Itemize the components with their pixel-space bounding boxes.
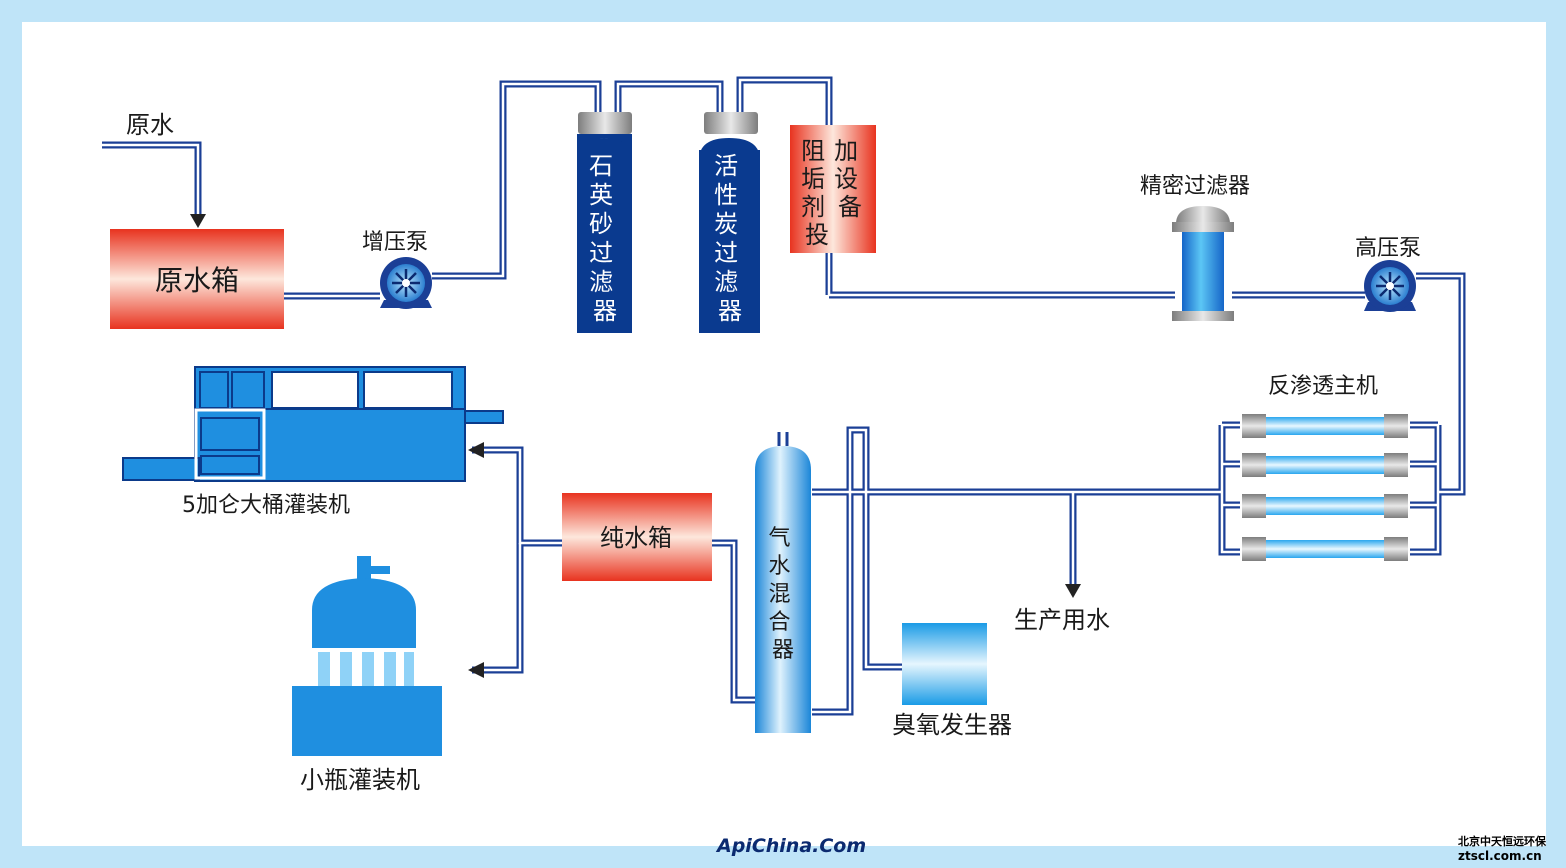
carbon-filter-label: 活 性 炭 过 滤 器 xyxy=(714,152,746,325)
quartz-sand-filter: 石 英 砂 过 滤 器 xyxy=(577,112,632,333)
reverse-osmosis-unit xyxy=(1242,414,1408,561)
arrow-to-bottle-filler xyxy=(468,662,484,678)
antiscalant-label-right: 加 设 备 xyxy=(834,137,866,221)
bottle-filler-label: 小瓶灌装机 xyxy=(300,766,420,794)
barrel-filling-machine xyxy=(122,366,504,482)
booster-pump-label: 增压泵 xyxy=(362,230,428,255)
arrow-production-water xyxy=(1065,584,1081,598)
quartz-filter-label: 石 英 砂 过 滤 器 xyxy=(589,152,621,325)
watermark-apichina: ApiChina.Com xyxy=(715,835,866,857)
pure-tank-label: 纯水箱 xyxy=(600,524,672,552)
watermark-company: 北京中天恒远环保 xyxy=(1458,834,1547,848)
ro-membrane-1 xyxy=(1242,414,1408,438)
barrel-filler-label: 5加仑大桶灌装机 xyxy=(182,493,350,518)
arrow-into-raw-tank xyxy=(190,214,206,228)
booster-pump xyxy=(380,257,432,309)
activated-carbon-filter: 活 性 炭 过 滤 器 xyxy=(699,112,760,333)
raw-tank-label: 原水箱 xyxy=(155,264,239,297)
production-water-label: 生产用水 xyxy=(1014,606,1110,634)
pipes xyxy=(102,76,1466,716)
mixer-label: 气 水 混 合 器 xyxy=(768,526,797,663)
precision-filter xyxy=(1172,206,1234,321)
pure-water-tank: 纯水箱 xyxy=(562,493,712,581)
raw-water-label: 原水 xyxy=(126,111,174,139)
small-bottle-filling-machine xyxy=(292,556,442,756)
ro-main-label: 反渗透主机 xyxy=(1268,374,1378,399)
high-pressure-pump-label: 高压泵 xyxy=(1355,236,1421,261)
gas-water-mixer: 气 水 混 合 器 xyxy=(755,432,811,733)
watermark-domain: ztscl.com.cn xyxy=(1458,849,1542,863)
ozone-generator-label: 臭氧发生器 xyxy=(892,711,1012,739)
ro-membrane-4 xyxy=(1242,537,1408,561)
precision-filter-label: 精密过滤器 xyxy=(1140,174,1250,199)
ozone-generator xyxy=(902,623,987,705)
raw-water-tank: 原水箱 xyxy=(110,229,284,329)
ro-membrane-3 xyxy=(1242,494,1408,518)
antiscalant-label-left: 阻 垢 剂 投 xyxy=(801,137,833,249)
ro-membrane-2 xyxy=(1242,453,1408,477)
arrow-to-barrel-filler xyxy=(468,442,484,458)
high-pressure-pump xyxy=(1364,260,1416,312)
antiscalant-dosing-unit: 加 设 备 阻 垢 剂 投 xyxy=(790,125,876,253)
